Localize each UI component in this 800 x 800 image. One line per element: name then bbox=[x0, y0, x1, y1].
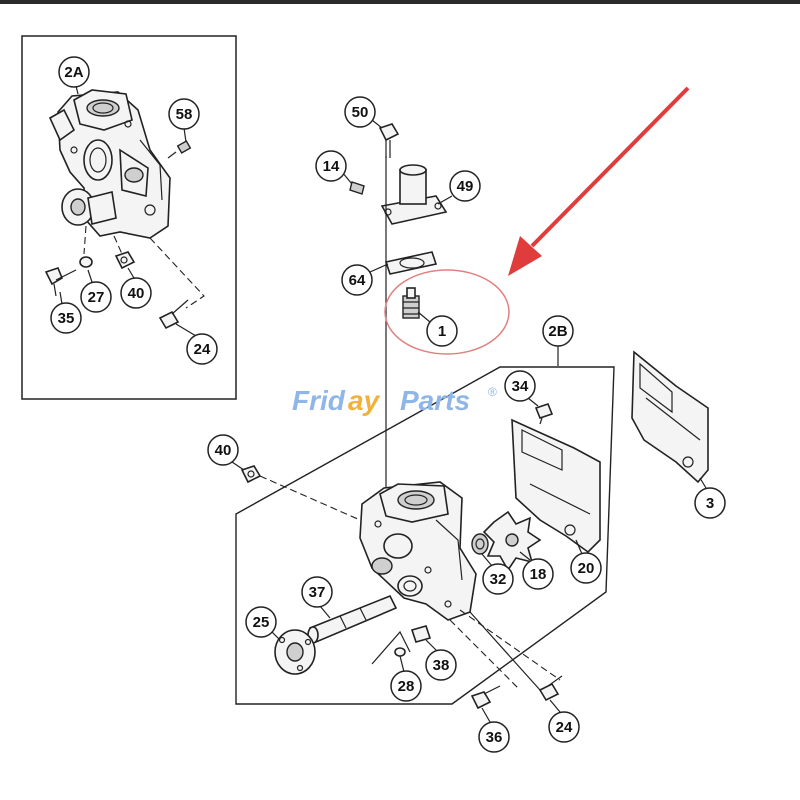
bolt-38 bbox=[410, 625, 432, 643]
seal-32 bbox=[471, 533, 489, 555]
watermark-registered-mark: ® bbox=[488, 385, 497, 399]
callouts: 2A 58 35 27 40 24 50 14 49 6 bbox=[50, 56, 726, 753]
nut-40 bbox=[240, 465, 262, 484]
callout-50 bbox=[344, 96, 376, 128]
thermostat-1 bbox=[402, 287, 420, 319]
callout-2b bbox=[542, 315, 574, 347]
callout-label-1: 1 bbox=[438, 323, 446, 340]
callout-35 bbox=[50, 302, 82, 334]
callout-1 bbox=[426, 315, 458, 347]
top-border bbox=[0, 0, 800, 4]
bolt-50 bbox=[378, 123, 400, 158]
callout-label-20: 20 bbox=[578, 560, 595, 577]
callout-label-35: 35 bbox=[58, 310, 75, 327]
watermark-text-2: ay bbox=[348, 385, 381, 416]
callout-label-40-inset: 40 bbox=[128, 285, 145, 302]
callout-38 bbox=[425, 649, 457, 681]
callout-49 bbox=[449, 170, 481, 202]
callout-34 bbox=[504, 370, 536, 402]
flange-25 bbox=[274, 629, 316, 675]
highlight-arrow-icon bbox=[508, 86, 690, 276]
callout-label-36: 36 bbox=[486, 729, 503, 746]
washer-28 bbox=[394, 647, 406, 657]
callout-64 bbox=[341, 264, 373, 296]
callout-25 bbox=[245, 606, 277, 638]
callout-label-50: 50 bbox=[352, 104, 369, 121]
bolt-36 bbox=[470, 685, 501, 710]
callout-14 bbox=[315, 150, 347, 182]
bolt-34 bbox=[534, 403, 554, 425]
callout-label-34: 34 bbox=[512, 378, 529, 395]
bolt-35 bbox=[44, 267, 77, 297]
water-pump-assembly-2a bbox=[48, 89, 171, 239]
callout-27 bbox=[80, 281, 112, 313]
callout-24 bbox=[548, 711, 580, 743]
callout-label-25: 25 bbox=[253, 614, 270, 631]
callout-label-40: 40 bbox=[215, 442, 232, 459]
inset-frame-2a bbox=[21, 35, 237, 400]
callout-2a bbox=[58, 56, 90, 88]
shaft-37 bbox=[307, 594, 398, 644]
washer-27 bbox=[79, 256, 93, 268]
callout-28 bbox=[390, 670, 422, 702]
bolt-58 bbox=[167, 140, 192, 159]
watermark-logo: Frid ay Parts ® bbox=[292, 385, 497, 416]
callout-label-18: 18 bbox=[530, 566, 547, 583]
callout-40-inset bbox=[120, 277, 152, 309]
callout-label-24-inset: 24 bbox=[194, 341, 211, 358]
assembly-frame-2b bbox=[235, 366, 615, 705]
pump-housing bbox=[359, 481, 477, 621]
callout-36 bbox=[478, 721, 510, 753]
bolt-24-inset bbox=[158, 299, 189, 330]
callout-label-37: 37 bbox=[309, 584, 326, 601]
callout-32 bbox=[482, 563, 514, 595]
callout-20 bbox=[570, 552, 602, 584]
watermark-text-1: Frid bbox=[292, 385, 346, 416]
callout-label-49: 49 bbox=[457, 178, 474, 195]
gasket-64 bbox=[384, 251, 438, 275]
highlight-circle bbox=[384, 269, 510, 355]
plug-14 bbox=[349, 181, 365, 195]
callout-40 bbox=[207, 434, 239, 466]
callout-24-inset bbox=[186, 333, 218, 365]
callout-label-28: 28 bbox=[398, 678, 415, 695]
thermostat-cover-49 bbox=[380, 164, 448, 225]
cover-plate-20 bbox=[511, 418, 601, 554]
callout-label-14: 14 bbox=[323, 158, 340, 175]
callout-label-27: 27 bbox=[88, 289, 105, 306]
callout-37 bbox=[301, 576, 333, 608]
callout-label-24: 24 bbox=[556, 719, 573, 736]
callout-label-3: 3 bbox=[706, 495, 714, 512]
callout-3 bbox=[694, 487, 726, 519]
callout-label-64: 64 bbox=[349, 272, 366, 289]
nut-40-inset bbox=[114, 251, 136, 270]
watermark-text-3: Parts bbox=[400, 385, 470, 416]
callout-label-58: 58 bbox=[176, 106, 193, 123]
callout-label-32: 32 bbox=[490, 571, 507, 588]
callout-label-2a: 2A bbox=[64, 64, 83, 81]
callout-label-2b: 2B bbox=[548, 323, 567, 340]
gasket-3 bbox=[631, 350, 709, 484]
bolt-24 bbox=[538, 675, 563, 702]
callout-58 bbox=[168, 98, 200, 130]
callout-18 bbox=[522, 558, 554, 590]
callout-label-38: 38 bbox=[433, 657, 450, 674]
